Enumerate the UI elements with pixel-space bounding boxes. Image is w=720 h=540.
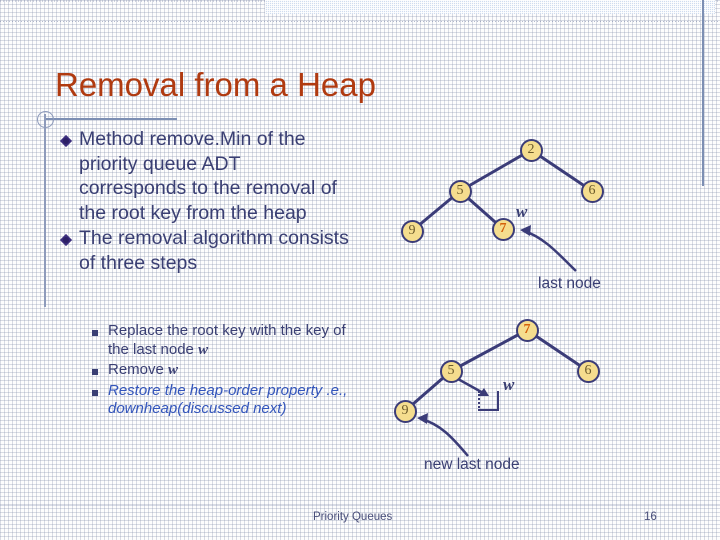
footer-divider: [0, 505, 720, 506]
diamond-bullet-icon: [60, 135, 72, 147]
bullet-item: The removal algorithm consists of three …: [60, 226, 350, 275]
last-node-arrow-head: [520, 225, 531, 236]
variable-w: w: [198, 341, 209, 358]
tree-node-label: 5: [447, 363, 455, 378]
tree-node-label: 7: [499, 221, 507, 236]
bullet-label: The removal algorithm consists of three …: [79, 227, 349, 274]
variable-w: w: [168, 362, 179, 378]
bullet-list: Method remove.Min of the priority queue …: [60, 127, 350, 276]
sub-bullet-label: Remove w: [108, 361, 178, 380]
tree-node-9-bottom: 9: [393, 399, 417, 423]
new-last-node-arrow-head: [417, 413, 428, 424]
top-dotted-rule: [0, 21, 720, 22]
tree-node-9: 9: [400, 219, 424, 243]
square-bullet-icon: [92, 389, 98, 396]
tree-node-label: 7: [523, 322, 531, 337]
sub-bullet-text: Remove: [108, 361, 169, 378]
new-last-node-caption: new last node: [424, 456, 520, 473]
right-vertical-rule: [702, 0, 704, 186]
sub-bullet-label: Replace the root key with the key of the…: [108, 322, 360, 359]
tree-node-6-bottom: 6: [576, 359, 600, 383]
tree-node-label: 6: [588, 183, 596, 198]
tree-node-5-bottom: 5: [439, 359, 463, 383]
tree-node-5: 5: [448, 179, 472, 203]
tree-node-label: 9: [401, 403, 409, 418]
last-node-arrow-path: [523, 229, 577, 272]
bullet-item: Method remove.Min of the priority queue …: [60, 127, 350, 225]
w-label-top: w: [516, 202, 528, 221]
sub-bullet-item: Restore the heap-order property .e., dow…: [92, 382, 360, 419]
sub-bullet-list: Replace the root key with the key of the…: [92, 322, 360, 421]
edge-2-5: [458, 148, 533, 193]
bullet-label: Method remove.Min of the priority queue …: [79, 128, 337, 224]
tree-node-label: 9: [408, 223, 416, 238]
diamond-bullet-icon: [60, 234, 72, 246]
tree-node-7-last: 7: [491, 217, 515, 241]
square-bullet-icon: [92, 330, 98, 336]
w-label-bottom: w: [503, 375, 515, 394]
last-node-caption: last node: [538, 275, 601, 292]
sub-bullet-label-emphasis: Restore the heap-order property .e., dow…: [108, 381, 348, 418]
removed-node-placeholder: [478, 391, 499, 411]
tree-node-label: 5: [456, 183, 464, 198]
title-underline: [44, 118, 177, 120]
square-bullet-icon: [92, 369, 98, 375]
tree-node-7-root: 7: [515, 318, 539, 342]
left-vertical-rule: [44, 114, 46, 307]
tree-node-label: 6: [584, 363, 592, 378]
sub-bullet-item: Replace the root key with the key of the…: [92, 322, 360, 359]
tree-node-6: 6: [580, 179, 604, 203]
page-title: Removal from a Heap: [55, 66, 376, 103]
sub-bullet-item: Remove w: [92, 361, 360, 380]
footer-page-number: 16: [644, 511, 657, 523]
sub-bullet-text: Replace the root key with the key of the…: [108, 322, 346, 358]
new-last-node-arrow-path: [420, 417, 469, 457]
edge-7-5: [449, 328, 529, 373]
tree-node-2: 2: [519, 138, 543, 162]
tree-node-label: 2: [527, 142, 535, 157]
footer-title: Priority Queues: [313, 511, 393, 523]
top-decorative-band: [265, 0, 715, 14]
